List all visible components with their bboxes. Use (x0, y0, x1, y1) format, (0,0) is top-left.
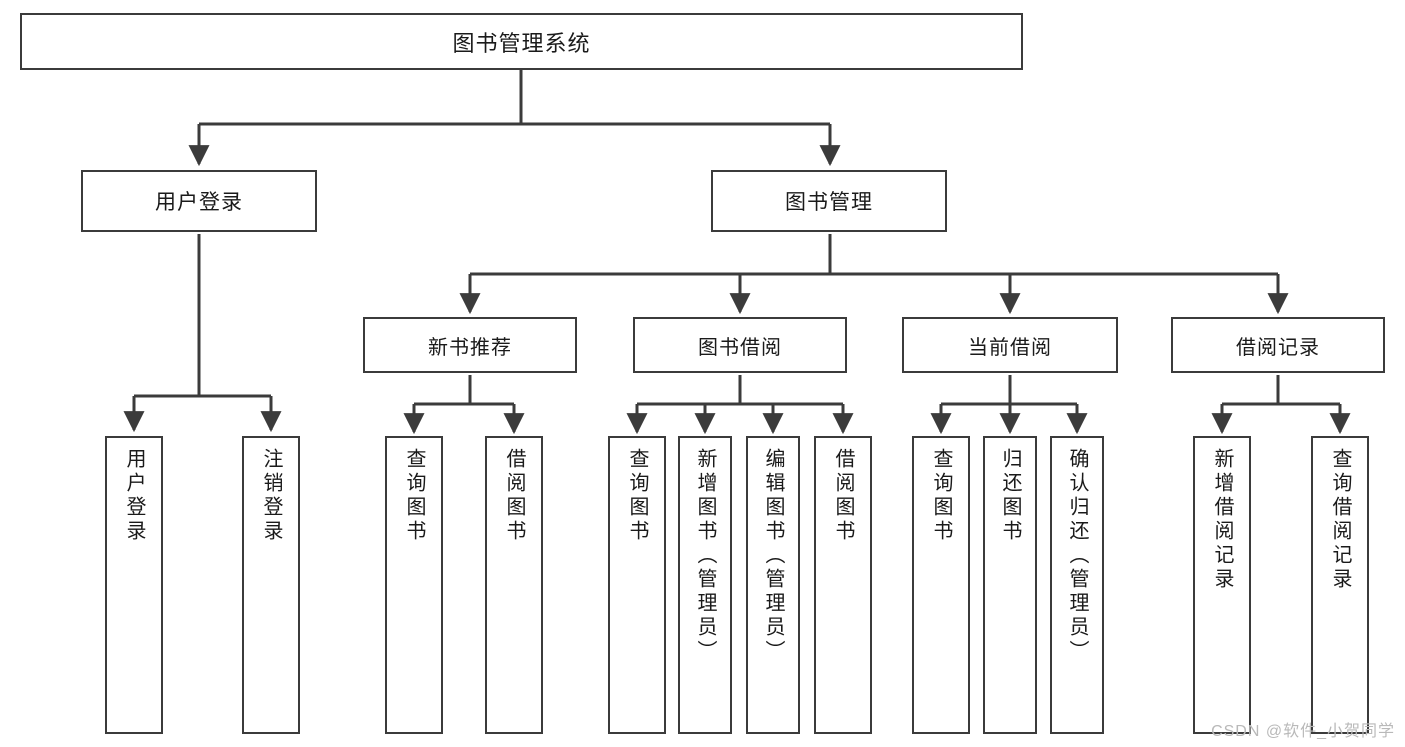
leaf-book-borrow-edit[interactable]: 编辑图书（管理员） (746, 436, 800, 734)
leaf-label: 编辑图书（管理员） (762, 448, 784, 664)
leaf-book-borrow-query[interactable]: 查询图书 (608, 436, 666, 734)
node-new-book-recommend[interactable]: 新书推荐 (363, 317, 577, 373)
leaf-label: 注销登录 (260, 448, 282, 544)
leaf-new-book-query[interactable]: 查询图书 (385, 436, 443, 734)
leaf-book-borrow-borrow[interactable]: 借阅图书 (814, 436, 872, 734)
leaf-label: 查询借阅记录 (1329, 448, 1351, 592)
leaf-book-borrow-add[interactable]: 新增图书（管理员） (678, 436, 732, 734)
node-new-book-recommend-label: 新书推荐 (428, 336, 512, 359)
node-borrow-record-label: 借阅记录 (1236, 336, 1320, 359)
node-root-system[interactable]: 图书管理系统 (20, 13, 1023, 70)
leaf-label: 确认归还（管理员） (1066, 448, 1088, 664)
leaf-label: 用户登录 (123, 448, 145, 544)
node-borrow-record[interactable]: 借阅记录 (1171, 317, 1385, 373)
node-book-borrow[interactable]: 图书借阅 (633, 317, 847, 373)
node-root-label: 图书管理系统 (452, 30, 591, 56)
leaf-user-login-login[interactable]: 用户登录 (105, 436, 163, 734)
leaf-label: 查询图书 (403, 448, 425, 544)
leaf-label: 新增图书（管理员） (694, 448, 716, 664)
leaf-label: 借阅图书 (832, 448, 854, 544)
leaf-label: 借阅图书 (503, 448, 525, 544)
node-book-management[interactable]: 图书管理 (711, 170, 947, 232)
node-user-login[interactable]: 用户登录 (81, 170, 317, 232)
leaf-current-borrow-query[interactable]: 查询图书 (912, 436, 970, 734)
node-book-borrow-label: 图书借阅 (698, 336, 782, 359)
leaf-borrow-record-add[interactable]: 新增借阅记录 (1193, 436, 1251, 734)
leaf-borrow-record-query[interactable]: 查询借阅记录 (1311, 436, 1369, 734)
node-user-login-label: 用户登录 (155, 191, 243, 214)
leaf-label: 查询图书 (626, 448, 648, 544)
leaf-label: 新增借阅记录 (1211, 448, 1233, 592)
leaf-new-book-borrow[interactable]: 借阅图书 (485, 436, 543, 734)
node-current-borrow-label: 当前借阅 (968, 336, 1052, 359)
watermark-text: CSDN @软件_小贺同学 (1211, 723, 1395, 740)
leaf-current-borrow-return[interactable]: 归还图书 (983, 436, 1037, 734)
leaf-user-login-logout[interactable]: 注销登录 (242, 436, 300, 734)
leaf-label: 归还图书 (999, 448, 1021, 544)
node-current-borrow[interactable]: 当前借阅 (902, 317, 1118, 373)
node-book-management-label: 图书管理 (785, 191, 873, 214)
leaf-current-borrow-confirm[interactable]: 确认归还（管理员） (1050, 436, 1104, 734)
leaf-label: 查询图书 (930, 448, 952, 544)
